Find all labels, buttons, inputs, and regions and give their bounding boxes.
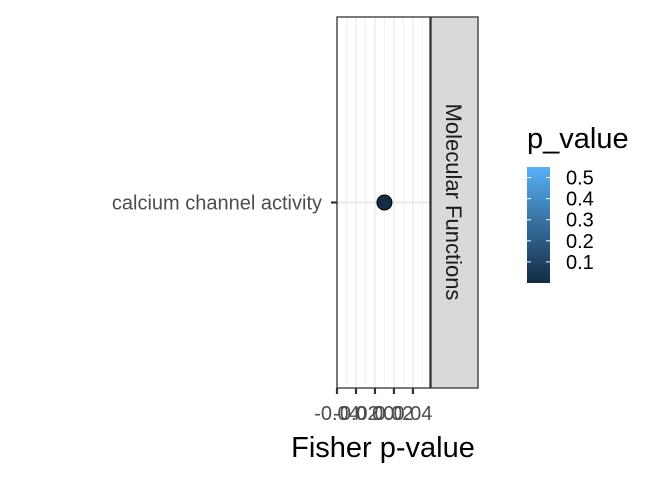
x-tick-label: 0.02 xyxy=(374,403,413,425)
x-axis: -0.04-0.020.000.020.04 xyxy=(314,388,432,425)
points xyxy=(376,194,393,211)
facet-strip xyxy=(430,16,479,389)
legend-colorbar xyxy=(527,167,550,283)
legend-label: 0.4 xyxy=(566,189,594,211)
legend-label: 0.5 xyxy=(566,168,594,190)
y-axis: calcium channel activity xyxy=(112,193,337,215)
x-tick-label: 0.00 xyxy=(355,403,394,425)
facet-strip-label: Molecular Functions xyxy=(441,104,466,301)
legend-label: 0.1 xyxy=(566,252,594,274)
legend-label: 0.2 xyxy=(566,231,594,253)
legend-title: p_value xyxy=(527,123,629,155)
x-axis-title: Fisher p-value xyxy=(291,432,475,464)
x-tick-label: -0.04 xyxy=(314,403,360,425)
x-tick-label: 0.04 xyxy=(393,403,432,425)
x-tick-label: -0.02 xyxy=(333,403,379,425)
data-point xyxy=(376,194,393,211)
y-tick-label: calcium channel activity xyxy=(112,193,322,215)
legend-label: 0.3 xyxy=(566,210,594,232)
legend: 0.10.20.30.40.5 xyxy=(527,168,594,274)
